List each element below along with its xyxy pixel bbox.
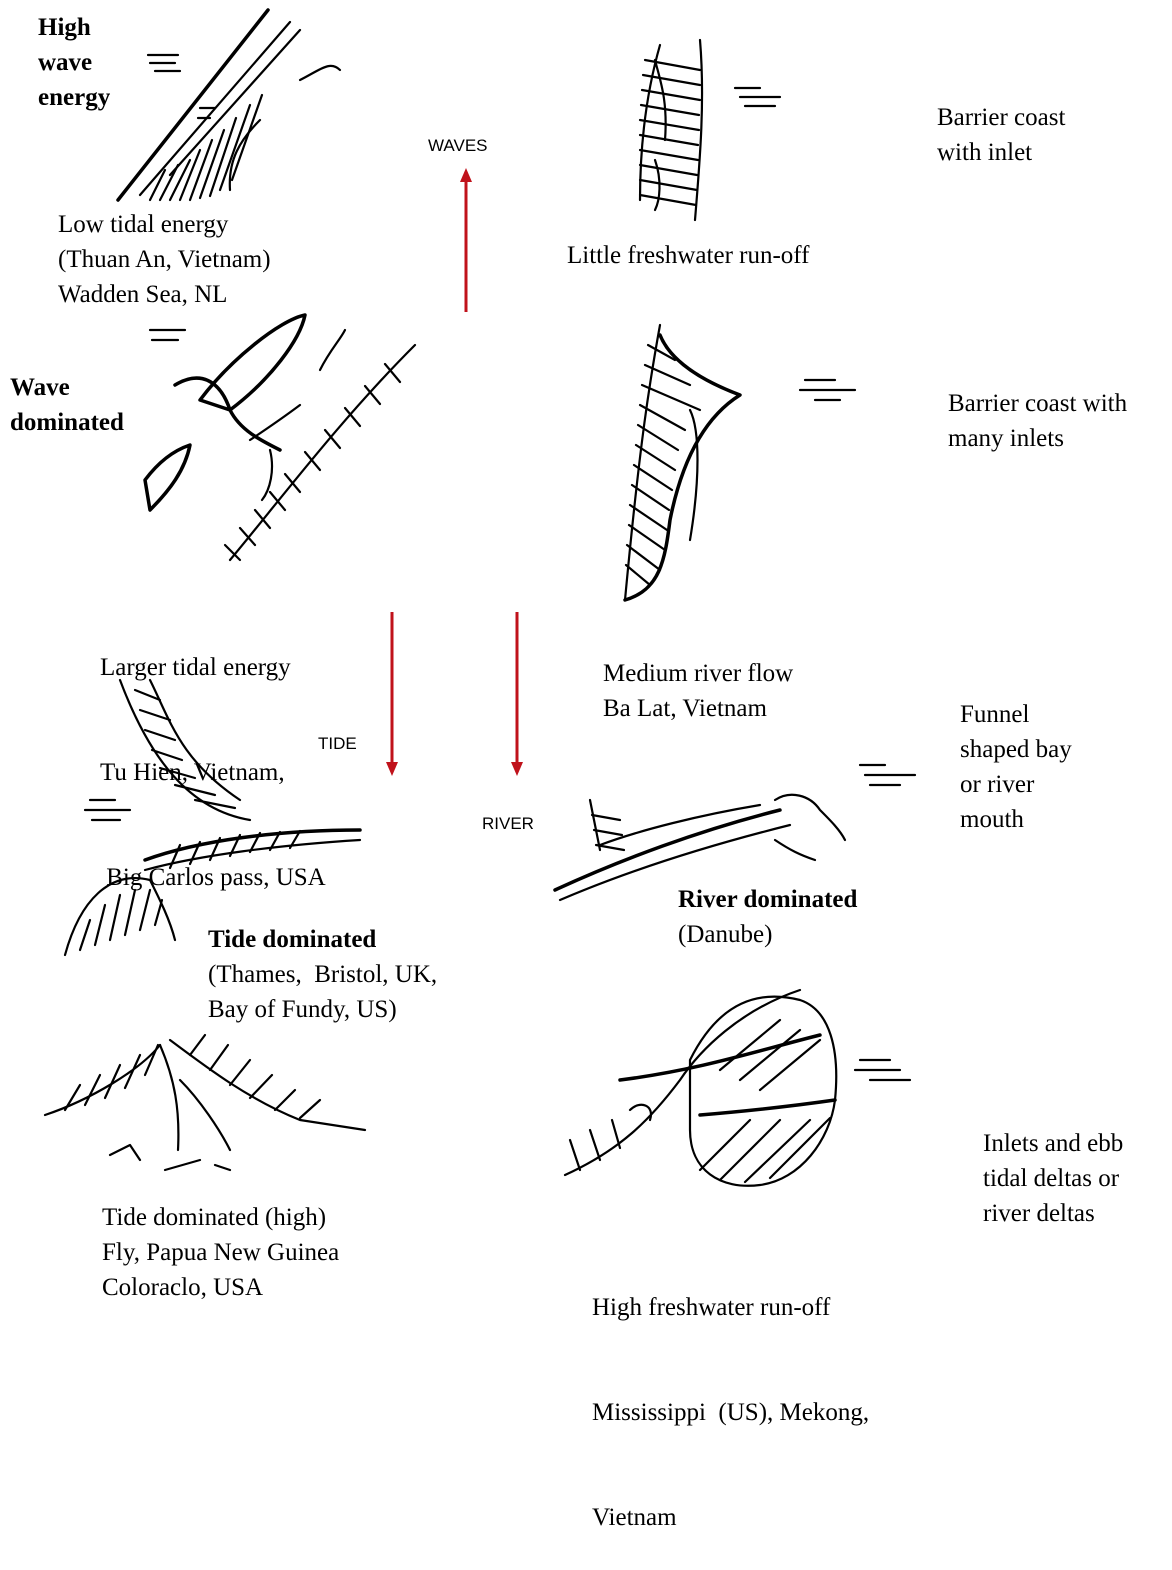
sketch-delta [565,990,910,1186]
little-runoff-label: Little freshwater run-off [567,238,810,273]
sketch-river-dominated [555,765,915,900]
funnel-bay-label: Funnel shaped bay or river mouth [960,697,1072,837]
arrows [386,168,523,776]
sketch-wave-dominated [145,315,415,560]
larger-tidal-energy-label: Larger tidal energy Tu Hien, Vietnam, Bi… [100,580,326,930]
river-arrow [511,612,523,776]
waves-arrow [460,168,472,312]
high-runoff-label: High freshwater run-off Mississippi (US)… [592,1220,869,1570]
sketch-barrier-many [625,325,855,600]
sketch-tide-high [45,1035,365,1170]
sketch-barrier-inlet [640,40,780,220]
wave-dominated-label: Wave dominated [10,370,124,440]
low-tidal-energy-label: Low tidal energy (Thuan An, Vietnam) Wad… [58,207,271,312]
high-wave-energy-label: High wave energy [38,10,110,115]
inlets-deltas-label: Inlets and ebb tidal deltas or river del… [983,1126,1123,1231]
barrier-coast-inlet-label: Barrier coast with inlet [937,100,1065,170]
tide-dominated-label: Tide dominated (Thames, Bristol, UK, Bay… [208,922,437,1027]
tide-dominated-high-label: Tide dominated (high) Fly, Papua New Gui… [102,1200,339,1305]
barrier-coast-many-inlets-label: Barrier coast with many inlets [948,386,1127,456]
river-label: RIVER [482,814,534,834]
medium-river-label: Medium river flow Ba Lat, Vietnam [603,656,793,726]
waves-label: WAVES [428,136,488,156]
river-dominated-label: River dominated (Danube) [678,882,857,952]
sketch-high-wave-barrier [118,10,340,200]
tide-arrow [386,612,398,776]
